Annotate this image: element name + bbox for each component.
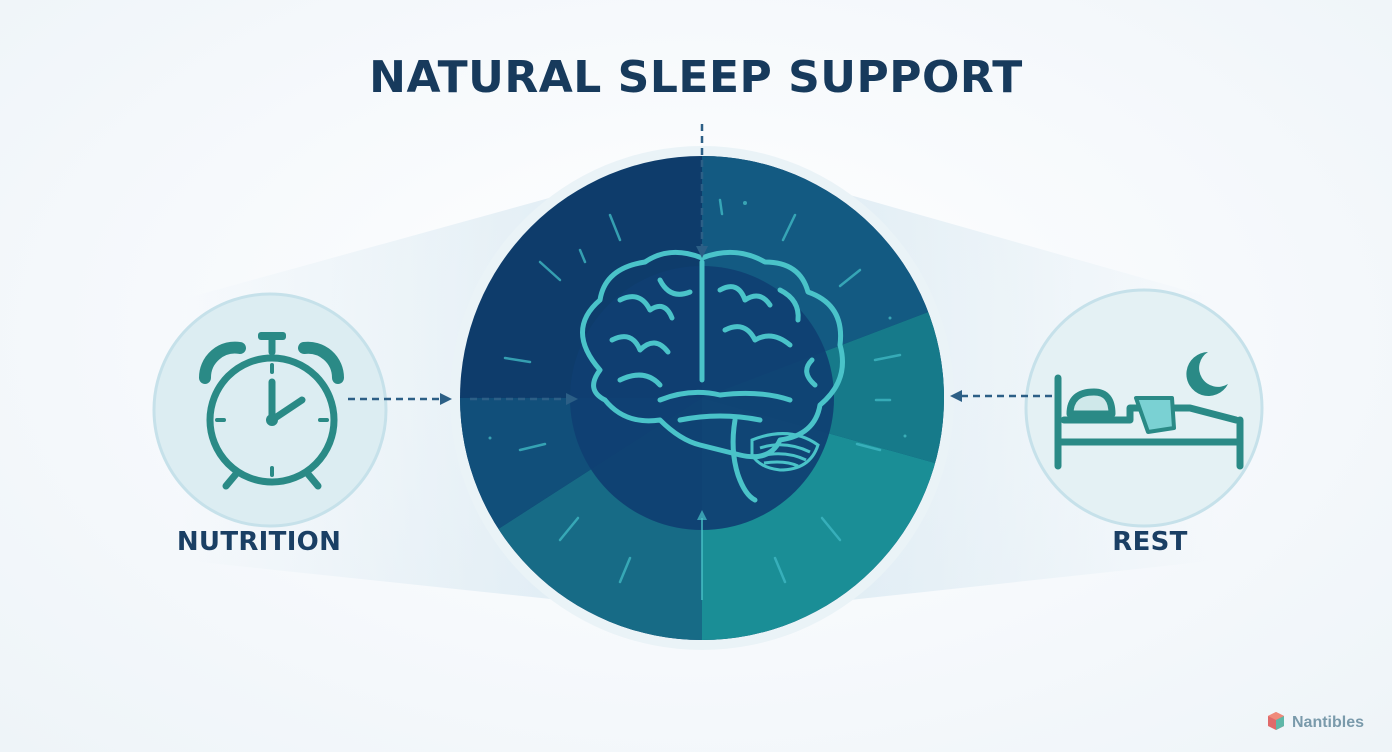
diagram-title: NATURAL SLEEP SUPPORT	[369, 52, 1023, 103]
brain-icon	[580, 249, 845, 503]
alarm-clock-icon	[198, 332, 345, 490]
cerebellum	[750, 432, 820, 472]
watermark-logo-icon	[1268, 712, 1284, 730]
watermark: Nantibles	[1264, 712, 1364, 734]
bed-moon-icon	[1054, 374, 1244, 470]
left-node	[152, 292, 388, 528]
right-node	[1024, 288, 1264, 528]
nutrition-label: NUTRITION	[176, 527, 342, 557]
watermark-text: Nantibles	[1292, 714, 1365, 731]
moon-icon	[1186, 352, 1228, 396]
rest-label: REST	[1112, 527, 1188, 557]
